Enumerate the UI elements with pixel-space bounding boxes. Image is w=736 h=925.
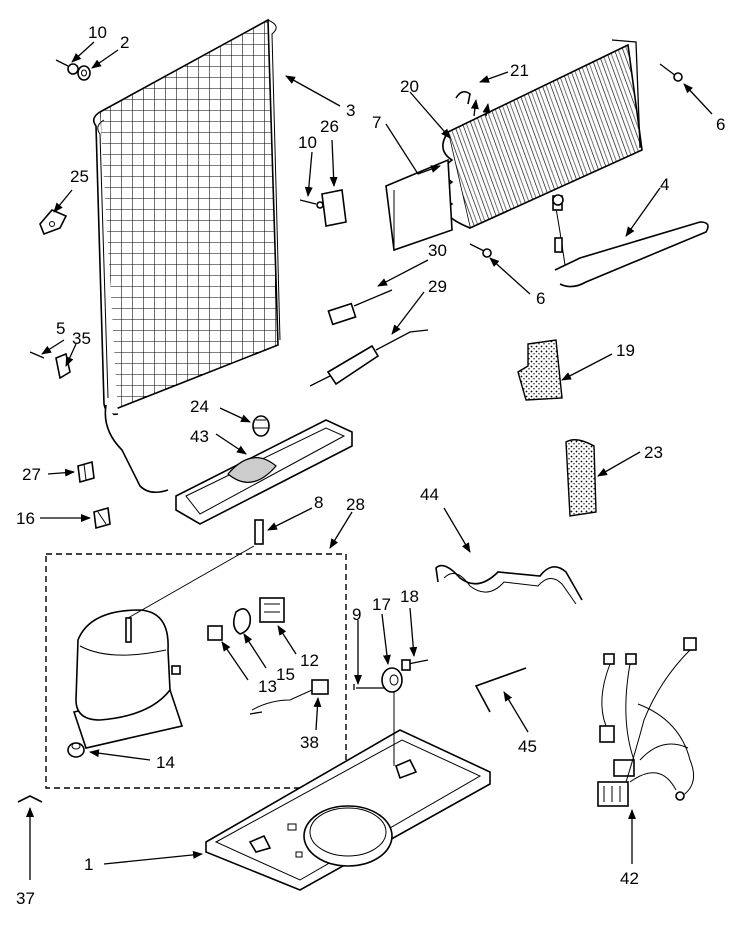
- filter-drier-29: [309, 329, 429, 387]
- label-6a: 6: [716, 115, 725, 134]
- label-13: 13: [258, 677, 277, 696]
- label-25: 25: [70, 167, 89, 186]
- label-20: 20: [400, 77, 419, 96]
- screw-6-mid: [469, 243, 492, 258]
- label-3: 3: [346, 101, 355, 120]
- label-28: 28: [346, 495, 365, 514]
- compressor: [67, 609, 184, 758]
- label-24: 24: [190, 397, 209, 416]
- label-2: 2: [120, 33, 129, 52]
- insulation-19: [517, 339, 563, 401]
- defrost-heater: [552, 194, 709, 288]
- label-23: 23: [644, 443, 663, 462]
- label-45: 45: [518, 737, 537, 756]
- label-30: 30: [428, 241, 447, 260]
- label-12: 12: [300, 651, 319, 670]
- clip-25: [39, 209, 68, 236]
- label-44: 44: [420, 485, 439, 504]
- label-4: 4: [660, 175, 669, 194]
- label-5: 5: [56, 319, 65, 338]
- condenser-coil: [92, 18, 281, 494]
- screw-6-top: [659, 63, 683, 82]
- label-16: 16: [16, 509, 35, 528]
- label-19: 19: [616, 341, 635, 360]
- label-7: 7: [372, 113, 381, 132]
- compressor-group-box: [45, 553, 347, 789]
- label-42: 42: [620, 869, 639, 888]
- bracket-26: [299, 189, 347, 227]
- compressor-tube: [127, 545, 255, 619]
- label-27: 27: [22, 465, 41, 484]
- label-29: 29: [428, 277, 447, 296]
- label-6b: 6: [536, 289, 545, 308]
- label-43: 43: [190, 427, 209, 446]
- clip-37: [17, 795, 43, 803]
- label-17: 17: [372, 595, 391, 614]
- label-38: 38: [300, 733, 319, 752]
- label-26: 26: [320, 117, 339, 136]
- leader-arrows: [26, 41, 713, 880]
- clip-27: [77, 460, 95, 484]
- label-8: 8: [314, 493, 323, 512]
- label-9: 9: [352, 605, 361, 624]
- screw-washer-top: [55, 59, 91, 81]
- drain-pan: [175, 415, 353, 545]
- wire-harness: [597, 637, 697, 807]
- base-pan: [205, 729, 491, 891]
- label-15: 15: [276, 665, 295, 684]
- label-10a: 10: [88, 23, 107, 42]
- overload-relay-parts: [207, 597, 329, 715]
- label-1: 1: [84, 855, 93, 874]
- tube-45: [474, 667, 527, 713]
- label-14: 14: [156, 753, 175, 772]
- label-10b: 10: [298, 133, 317, 152]
- label-37: 37: [16, 889, 35, 908]
- insulation-23: [565, 439, 597, 517]
- label-18: 18: [400, 587, 419, 606]
- clip-21: [455, 90, 491, 117]
- label-35: 35: [72, 329, 91, 348]
- thermistor-30: [327, 289, 393, 326]
- grommet-bolt: [353, 659, 429, 693]
- screw-clip-5-35: [29, 351, 71, 380]
- evaporator-coil: [385, 39, 643, 252]
- label-21: 21: [510, 61, 529, 80]
- clip-16: [93, 506, 111, 530]
